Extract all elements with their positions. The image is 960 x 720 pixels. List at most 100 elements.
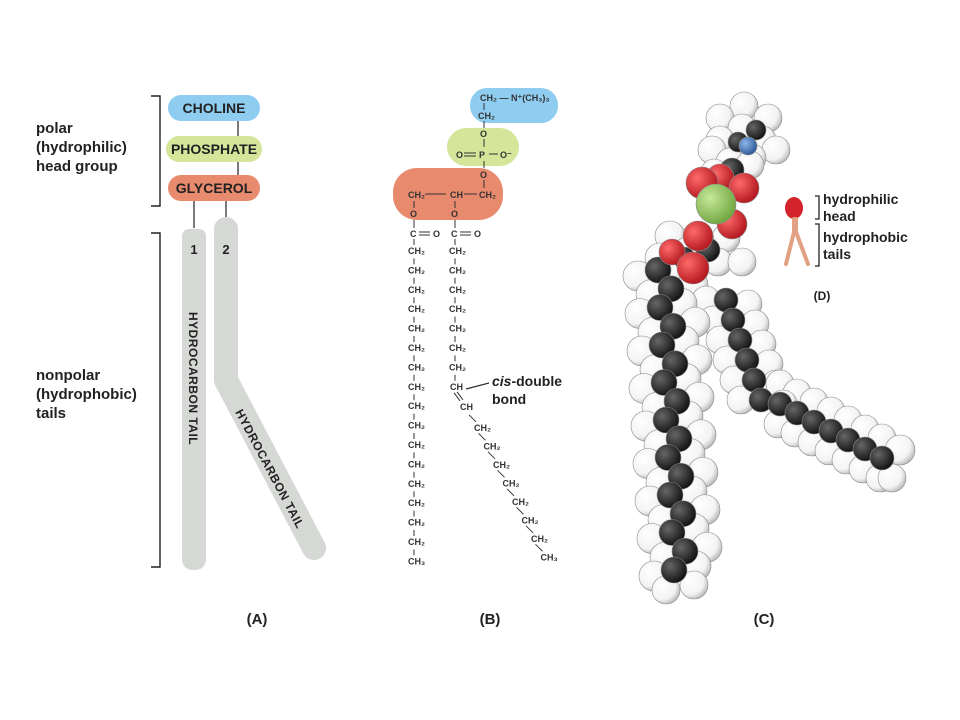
- b-glycerol-ch: CH: [450, 190, 463, 200]
- b-chain-unit: CH₂: [449, 265, 466, 275]
- tail-1-number: 1: [190, 242, 197, 257]
- glycerol-label: GLYCEROL: [176, 180, 253, 196]
- head-group-label: polar (hydrophilic) head group: [36, 120, 131, 175]
- glycerol-block: [168, 175, 260, 201]
- b-double-bond-ch-2: CH: [460, 402, 473, 412]
- b-chain-unit: CH₂: [408, 421, 425, 431]
- b-chain-bond: [487, 451, 496, 460]
- b-carbonyl-o-2: O: [474, 229, 481, 239]
- oxygen-atom: [682, 220, 714, 252]
- b-chain-unit: CH₂: [408, 537, 425, 547]
- b-chain-unit: CH₂: [503, 478, 520, 488]
- hydrocarbon-tail-1: [182, 229, 206, 570]
- b-chain-bond: [478, 432, 486, 441]
- carbon-atom: [644, 256, 672, 284]
- phosphate-label: PHOSPHATE: [171, 141, 257, 157]
- d-head-label-b: head: [823, 208, 856, 224]
- b-chain-unit: CH₂: [408, 343, 425, 353]
- oxygen-atom: [728, 172, 760, 204]
- b-chain-unit: CH₂: [449, 285, 466, 295]
- b-cis-label-line2: bond: [492, 391, 526, 407]
- b-chain-unit: CH₂: [408, 382, 425, 392]
- b-chain-bond: [497, 469, 505, 478]
- carbon-atom: [652, 406, 680, 434]
- carbon-atom: [869, 445, 895, 471]
- d-tail-bracket: [815, 223, 820, 267]
- b-cis-bond-b: [456, 391, 464, 401]
- b-chain-unit: CH₂: [493, 460, 510, 470]
- d-tail-1: [784, 217, 796, 266]
- b-chain-unit: CH₂: [408, 440, 425, 450]
- d-tail-label-a: hydrophobic: [823, 229, 908, 245]
- b-carbonyl-c-2: C: [451, 229, 458, 239]
- b-chain-bond: [516, 506, 524, 515]
- b-cis-label-line1: cis-double: [492, 373, 562, 389]
- b-ester-o-1: O: [410, 209, 417, 219]
- b-chain-unit: CH₂: [484, 441, 501, 451]
- hydrogen-atom: [761, 135, 791, 165]
- oxygen-atom: [676, 251, 710, 285]
- b-chain-unit: CH₂: [449, 304, 466, 314]
- b-cis-pointer: [465, 382, 490, 390]
- b-chain-unit: CH₂: [408, 479, 425, 489]
- panel-c: (C): [622, 91, 916, 628]
- carbon-atom: [660, 556, 688, 584]
- choline-label: CHOLINE: [183, 100, 246, 116]
- b-unsaturated-chain: CH₂ CH₂ CH₂ CH₂ CH₂ CH₂ CH₂ CH CH CH₂ CH₂ CH₂ CH₂ CH₂…: [449, 239, 558, 562]
- b-choline-formula-b: CH₂: [478, 111, 495, 121]
- b-phosphate-o-right: O⁻: [500, 150, 512, 160]
- b-chain-unit: CH₂: [408, 459, 425, 469]
- b-cis-rest: -double: [511, 373, 562, 389]
- oxygen-atom: [658, 238, 686, 266]
- b-glycerol-ch2-left: CH₂: [408, 190, 425, 200]
- b-oxygen-2: O: [480, 170, 487, 180]
- carbon-atom: [646, 294, 674, 321]
- tail-2-number: 2: [222, 242, 229, 257]
- phosphorus-atom: [695, 183, 737, 225]
- d-head-label-a: hydrophilic: [823, 191, 899, 207]
- b-oxygen-1b: O: [480, 129, 487, 139]
- carbon-atom: [658, 519, 686, 546]
- b-carbonyl-o-1: O: [433, 229, 440, 239]
- b-chain-unit: CH₂: [449, 324, 466, 334]
- b-saturated-chain: CH₂CH₂CH₂CH₂CH₂CH₂CH₂CH₂CH₂CH₂CH₂CH₂CH₂C…: [408, 239, 425, 566]
- carbon-atom: [656, 481, 684, 509]
- b-cis-italic: cis: [492, 373, 512, 389]
- b-chain-bond: [468, 414, 477, 423]
- d-head-bracket: [815, 195, 820, 220]
- b-chain-unit: CH₂: [449, 362, 466, 372]
- caption-c: (C): [754, 611, 775, 628]
- d-tail-2: [794, 217, 810, 266]
- b-chain-unit: CH₃: [408, 556, 425, 566]
- b-chain-unit: CH₂: [408, 324, 425, 334]
- carbon-atom: [654, 444, 682, 471]
- panel-b: CH₂ — N⁺(CH₃)₃ CH₂ O O O P O⁻ O CH₂ CH C…: [393, 88, 562, 628]
- b-chain-unit: CH₂: [408, 362, 425, 372]
- carbon-atom: [648, 331, 676, 359]
- hydrogen-atom: [679, 570, 709, 600]
- hydrocarbon-tail-2: [214, 217, 326, 560]
- caption-b: (B): [480, 611, 501, 628]
- b-choline-block: [470, 88, 558, 123]
- b-chain-unit: CH₂: [449, 343, 466, 353]
- d-head-icon: [785, 197, 803, 219]
- b-chain-unit: CH₂: [408, 518, 425, 528]
- b-chain-unit: CH₂: [408, 285, 425, 295]
- carbon-atom: [745, 119, 767, 141]
- b-cis-bond-a: [453, 392, 461, 402]
- space-filling-model: [622, 91, 916, 605]
- b-chain-unit: CH₂: [449, 246, 466, 256]
- tail-1-text: HYDROCARBON TAIL: [186, 312, 200, 445]
- b-chain-unit: CH₂: [531, 534, 548, 544]
- b-choline-formula-a: CH₂ — N⁺(CH₃)₃: [480, 93, 550, 103]
- b-ester-o-2: O: [451, 209, 458, 219]
- phosphate-block: [166, 136, 262, 162]
- b-glycerol-block: [393, 168, 503, 220]
- b-chain-unit: CH₂: [522, 515, 539, 525]
- head-group-bracket: [151, 95, 161, 207]
- b-double-bond-ch-1: CH: [450, 382, 463, 392]
- tails-label: nonpolar (hydrophobic) tails: [36, 367, 141, 422]
- b-chain-unit: CH₂: [408, 304, 425, 314]
- caption-a: (A): [247, 611, 268, 628]
